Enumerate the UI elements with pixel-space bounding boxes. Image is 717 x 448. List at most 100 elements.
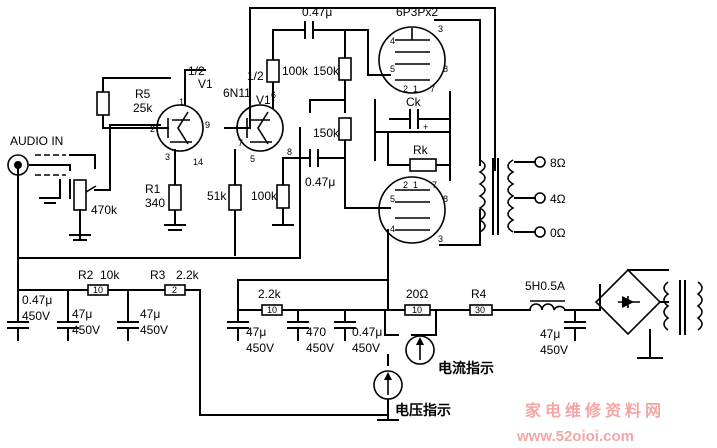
ck-label: Ck <box>406 95 422 109</box>
v1b-pin-5: 5 <box>250 154 255 164</box>
v1b-pin-6: 6 <box>271 90 276 100</box>
tube-output-bottom <box>378 176 446 244</box>
bot-pin-3: 3 <box>438 234 443 244</box>
c7-voltage: 450V <box>540 343 568 357</box>
watermark-url: www.52oioi.com <box>516 428 634 445</box>
bot-pin-1: 1 <box>413 180 418 190</box>
resistor-150k-a[interactable] <box>338 57 352 81</box>
output-tube-type: 6P3Px2 <box>396 5 438 19</box>
top-pin-1: 1 <box>413 84 418 94</box>
bot-pin-8: 8 <box>443 194 448 204</box>
audio-input-jack[interactable] <box>7 154 29 176</box>
bot-pin-2: 2 <box>403 180 408 190</box>
v1a-pin-3: 3 <box>165 152 170 162</box>
r20-mark: 10 <box>412 305 422 315</box>
top-pin-7: 7 <box>430 84 435 94</box>
c4-voltage: 450V <box>246 341 274 355</box>
shield-lines <box>35 154 66 176</box>
tube-v1b <box>236 104 284 152</box>
top-pin-3: 3 <box>438 24 443 34</box>
v1a-label: V1 <box>198 77 213 91</box>
rk-label: Rk <box>413 143 429 157</box>
v1-type-label: 6N11 <box>223 86 251 100</box>
wiring <box>17 7 651 421</box>
resistor-51k[interactable] <box>228 184 242 211</box>
capacitor-mid-coupling[interactable] <box>309 149 331 167</box>
resistor-100k-plate[interactable] <box>266 59 280 83</box>
r1-value: 340 <box>145 196 165 210</box>
r4-label: R4 <box>471 287 487 301</box>
v1b-pin-7: 7 <box>238 138 243 148</box>
bot-pin-5: 5 <box>390 194 395 204</box>
volume-value: 470k <box>91 203 118 217</box>
c2-value: 47μ <box>72 307 92 321</box>
output-4-label: 4Ω <box>550 192 566 206</box>
resistor-r5[interactable] <box>96 91 110 116</box>
ck-plus: + <box>423 122 428 132</box>
resistor-20ohm[interactable] <box>404 304 431 316</box>
tube-output-top <box>378 26 446 94</box>
output-0-label: 0Ω <box>550 226 566 240</box>
c2-voltage: 450V <box>72 323 100 337</box>
r150k-a-value: 150k <box>313 64 340 78</box>
r2-mark: 10 <box>93 285 103 295</box>
c3-value: 47μ <box>140 307 160 321</box>
resistor-rk[interactable] <box>409 158 437 172</box>
audio-in-label: AUDIO IN <box>10 134 63 148</box>
output-terminal-4[interactable] <box>534 192 546 204</box>
r3-label: R3 <box>150 268 166 282</box>
choke-value: 5H0.5A <box>525 279 565 293</box>
v1a-pin-2: 2 <box>150 124 155 134</box>
c7-value: 47μ <box>540 327 560 341</box>
output-8-label: 8Ω <box>550 156 566 170</box>
resistor-r3[interactable] <box>164 284 186 296</box>
current-meter <box>405 335 435 365</box>
r1-ground <box>164 224 186 231</box>
r20-value: 20Ω <box>406 287 428 301</box>
r2-value: 10k <box>100 268 120 282</box>
c6-voltage: 450V <box>352 341 380 355</box>
top-pin-2: 2 <box>403 84 408 94</box>
c1-value: 0.47μ <box>22 293 52 307</box>
watermark-text: 家电维修资料网 <box>525 401 665 420</box>
voltage-meter-label: 电压指示 <box>395 402 451 419</box>
r5-value: 25k <box>133 101 153 115</box>
input-ground <box>39 179 61 204</box>
capacitor-top-coupling[interactable] <box>304 21 326 39</box>
choke-inductor[interactable] <box>529 300 566 311</box>
resistor-r4[interactable] <box>469 304 493 316</box>
resistor-r2[interactable] <box>87 284 109 296</box>
capacitor-ck[interactable] <box>389 109 451 129</box>
voltage-meter <box>373 370 403 400</box>
power-transformer <box>627 269 703 335</box>
resistor-r1[interactable] <box>168 184 182 211</box>
r100k-plate-value: 100k <box>282 64 309 78</box>
r2-label: R2 <box>78 268 94 282</box>
bot-pin-4: 4 <box>390 224 395 234</box>
c5-value: 470 <box>306 325 326 339</box>
volume-potentiometer[interactable] <box>69 179 97 241</box>
c1-voltage: 450V <box>22 309 50 323</box>
resistor-100k-cathode[interactable] <box>276 184 290 209</box>
v1b-fraction: 1/2 <box>247 69 264 83</box>
filter-caps <box>7 321 586 341</box>
v1a-pin-9: 9 <box>205 120 210 130</box>
v1b-label: V1 <box>256 93 271 107</box>
r1-label: R1 <box>145 182 161 196</box>
r51k-value: 51k <box>207 189 227 203</box>
r150k-b-value: 150k <box>313 126 340 140</box>
bot-pin-7: 7 <box>432 180 437 190</box>
resistor-150k-b[interactable] <box>338 117 352 141</box>
output-terminal-0[interactable] <box>534 226 546 238</box>
r4-mark: 30 <box>475 305 485 315</box>
r3-value: 2.2k <box>176 268 200 282</box>
output-transformer <box>478 158 515 235</box>
r5-label: R5 <box>135 87 151 101</box>
output-terminal-8[interactable] <box>534 156 546 168</box>
tube-v1a <box>156 104 204 152</box>
resistor-2-2k[interactable] <box>261 304 283 316</box>
top-pin-5: 5 <box>390 64 395 74</box>
top-pin-4: 4 <box>390 36 395 46</box>
